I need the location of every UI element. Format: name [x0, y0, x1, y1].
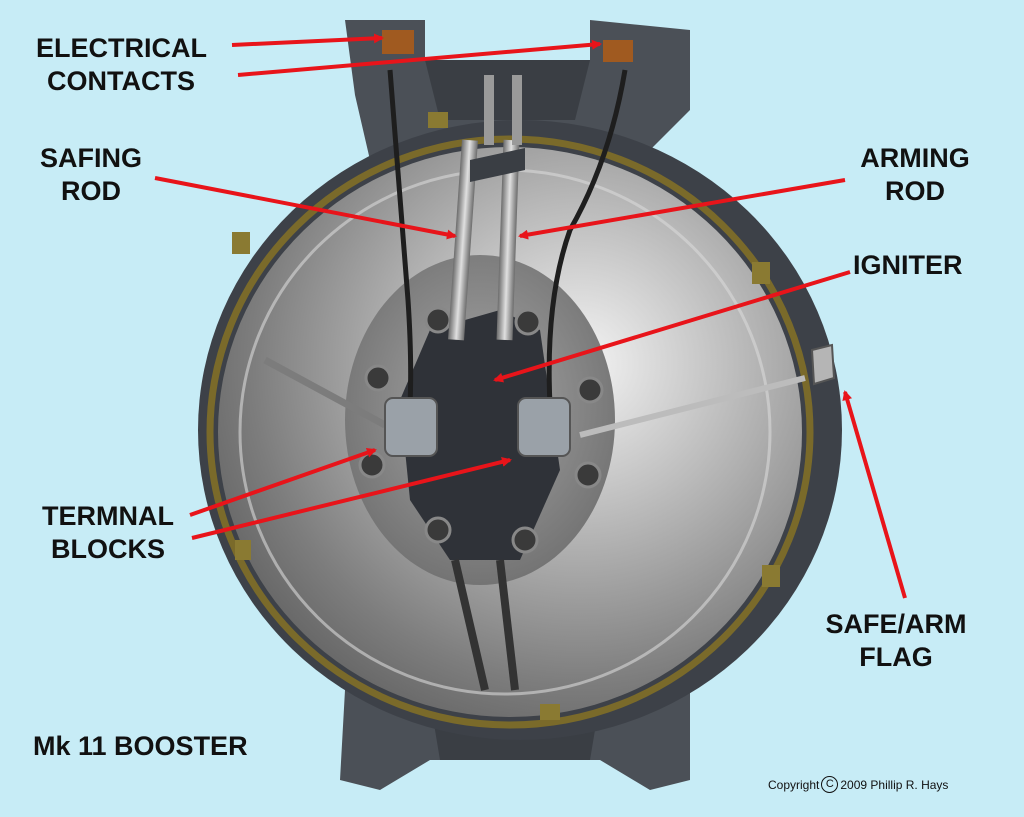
label-igniter: IGNITER: [853, 249, 963, 282]
label-blocks: BLOCKS: [51, 534, 165, 564]
label-termnal: TERMNAL: [42, 501, 174, 531]
diagram-title: Mk 11 BOOSTER: [33, 730, 248, 763]
label-arming-rod-word: ROD: [885, 176, 945, 206]
copyright-prefix: Copyright: [768, 777, 820, 792]
label-electrical: ELECTRICAL: [36, 33, 207, 63]
safe-arm-flag-shape: [810, 343, 836, 386]
brass-band: [206, 135, 814, 729]
callout-arrows: [154, 33, 907, 599]
electrical-contact-blocks: [382, 30, 633, 62]
label-arming: ARMING: [860, 143, 970, 173]
arrow-arming-rod: [518, 178, 846, 240]
label-safe-arm: SAFE/ARM: [825, 609, 967, 639]
band-clips: [232, 112, 780, 720]
copyright-notice: Copyright C 2009 Phillip R. Hays: [768, 776, 948, 793]
label-arming-rod: ARMING ROD: [852, 142, 978, 208]
title-text: Mk 11 BOOSTER: [33, 731, 248, 761]
label-igniter-text: IGNITER: [853, 250, 963, 280]
label-safe-arm-flag: SAFE/ARM FLAG: [816, 608, 976, 674]
arrow-contact-left: [231, 33, 384, 47]
label-safing-rod: SAFING ROD: [33, 142, 149, 208]
arrow-terminal-left: [189, 447, 377, 517]
label-terminal-blocks: TERMNAL BLOCKS: [33, 500, 183, 566]
rods: [263, 75, 806, 691]
terminal-blocks: [384, 397, 571, 457]
label-safing-rod-word: ROD: [61, 176, 121, 206]
arrow-terminal-right: [191, 457, 512, 540]
label-flag: FLAG: [859, 642, 933, 672]
label-electrical-contacts: ELECTRICAL CONTACTS: [36, 32, 207, 98]
arrow-safe-arm-flag: [842, 390, 907, 599]
label-safing: SAFING: [39, 143, 142, 173]
arrow-safing-rod: [154, 176, 457, 240]
hub-bolts: [358, 306, 604, 554]
copyright-symbol: C: [821, 776, 839, 793]
arrow-igniter: [493, 270, 851, 383]
copyright-suffix: 2009 Phillip R. Hays: [840, 777, 949, 792]
label-contacts: CONTACTS: [47, 66, 195, 96]
arrow-contact-right: [237, 39, 602, 77]
wires: [387, 69, 628, 406]
